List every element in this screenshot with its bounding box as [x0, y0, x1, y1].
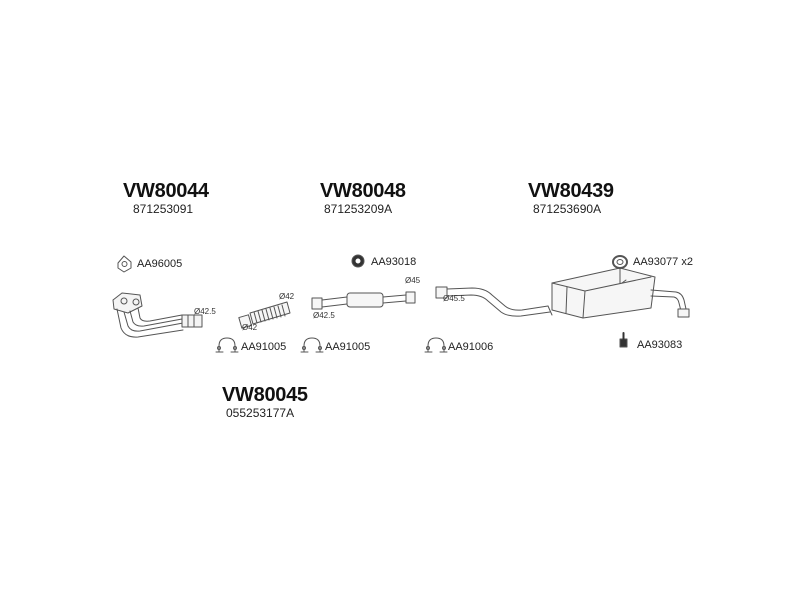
assembly-code-vw80044: VW80044 [123, 180, 209, 202]
part-number-aa93018: AA93018 [371, 256, 417, 268]
part-number-aa91005: AA91005 [325, 341, 371, 353]
assembly-code-vw80048: VW80048 [320, 180, 406, 202]
oem-number-871253690a: 871253690A [533, 202, 602, 216]
assembly-code-vw80045: VW80045 [222, 384, 308, 406]
middle-silencer-icon [311, 291, 416, 310]
diameter-label: Ø42.5 [194, 307, 216, 316]
diameter-label: Ø45 [405, 276, 421, 285]
oem-number-055253177a: 055253177A [226, 406, 295, 420]
diameter-label: Ø45.5 [443, 294, 465, 303]
gasket-icon [117, 255, 132, 273]
part-number-aa91006: AA91006 [448, 341, 494, 353]
pipe-clamp-icon [215, 337, 239, 353]
part-number-aa93077: AA93077 x2 [633, 256, 693, 268]
oem-number-871253091: 871253091 [133, 202, 194, 216]
pipe-clamp-icon [424, 337, 448, 353]
rear-silencer-icon [435, 267, 690, 319]
rubber-ring-icon [612, 255, 628, 269]
front-pipe-icon [112, 292, 203, 338]
bolt-icon [619, 332, 628, 348]
oem-number-871253209a: 871253209A [324, 202, 393, 216]
part-number-aa91005: AA91005 [241, 341, 287, 353]
flex-pipe-icon [238, 301, 291, 329]
diameter-label: Ø42.5 [313, 311, 335, 320]
diameter-label: Ø42 [279, 292, 295, 301]
part-number-aa96005: AA96005 [137, 258, 183, 270]
part-number-aa93083: AA93083 [637, 339, 683, 351]
assembly-code-vw80439: VW80439 [528, 180, 614, 202]
pipe-clamp-icon [300, 337, 324, 353]
diameter-label: Ø42 [242, 323, 258, 332]
rubber-mount-icon [351, 254, 365, 268]
